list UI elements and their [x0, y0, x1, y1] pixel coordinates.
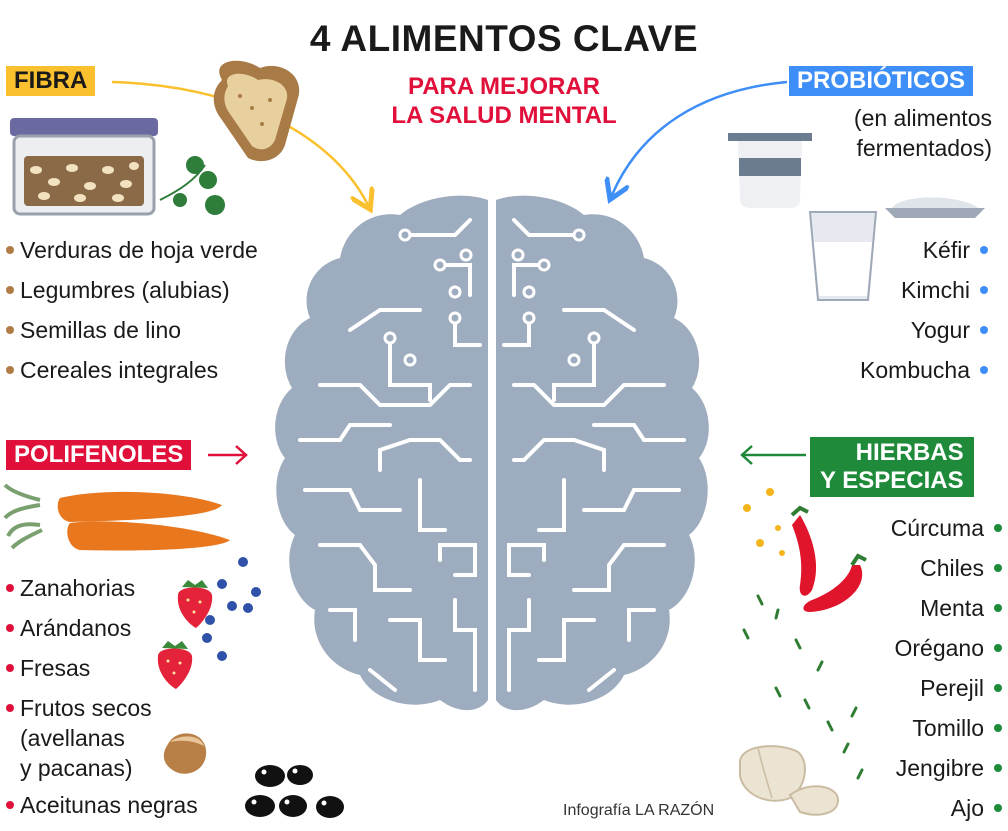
- hierbas-tag: HIERBAS Y ESPECIAS: [810, 437, 974, 497]
- list-item: Menta: [891, 588, 1002, 628]
- list-item-continuation: y pacanas): [20, 755, 133, 781]
- polifenoles-tag: POLIFENOLES: [6, 440, 192, 470]
- probioticos-arrow: [612, 80, 788, 195]
- subtitle-line-2: LA SALUD MENTAL: [391, 102, 617, 129]
- hierbas-list: Cúrcuma Chiles Menta Orégano Perejil Tom…: [891, 508, 1002, 828]
- list-item: Orégano: [891, 628, 1002, 668]
- chili-icon: [790, 505, 867, 612]
- list-item-continuation: (avellanas: [20, 725, 125, 751]
- subtitle-line-1: PARA MEJORAR: [407, 73, 600, 100]
- polifenoles-arrow: [208, 445, 248, 465]
- hierbas-tag-line-1: HIERBAS: [855, 439, 964, 466]
- brain-icon: [275, 195, 709, 711]
- list-item: Cereales integrales: [6, 350, 258, 390]
- list-item: Frutos secos: [6, 693, 198, 723]
- list-item: Arándanos: [6, 608, 198, 648]
- herb-sprig-icon: [159, 156, 225, 215]
- probioticos-list: Kéfir Kimchi Yogur Kombucha: [860, 230, 988, 390]
- carrot-icon: [3, 483, 231, 551]
- herb-leaves: [742, 594, 864, 780]
- fibra-list: Verduras de hoja verde Legumbres (alubia…: [6, 230, 258, 390]
- list-item: Perejil: [891, 668, 1002, 708]
- blueberry-icon: [202, 557, 261, 661]
- yogurt-cup-icon: [728, 133, 812, 208]
- kimchi-bowl-icon: [885, 197, 985, 218]
- page-subtitle: PARA MEJORAR LA SALUD MENTAL: [0, 72, 1008, 130]
- fibra-tag: FIBRA: [6, 66, 96, 96]
- probioticos-tag: PROBIÓTICOS: [789, 66, 974, 96]
- hierbas-tag-line-2: Y ESPECIAS: [820, 467, 964, 494]
- hierbas-arrow: [740, 445, 806, 465]
- list-item: Zanahorias: [6, 568, 198, 608]
- list-item: Kéfir: [860, 230, 988, 270]
- list-item: Kimchi: [860, 270, 988, 310]
- list-item: Kombucha: [860, 350, 988, 390]
- list-item: Legumbres (alubias): [6, 270, 258, 310]
- credit-text: Infografía LA RAZÓN: [563, 802, 715, 819]
- olive-icon: [245, 765, 344, 818]
- list-item: Yogur: [860, 310, 988, 350]
- page-title: 4 ALIMENTOS CLAVE: [309, 18, 699, 59]
- probioticos-note: (en alimentos fermentados): [800, 103, 992, 163]
- note-line-1: (en alimentos: [853, 105, 992, 131]
- list-item: Aceitunas negras: [6, 785, 198, 825]
- hazelnut-icon: [163, 733, 207, 774]
- list-item: Jengibre: [891, 748, 1002, 788]
- list-item: Semillas de lino: [6, 310, 258, 350]
- list-item: Verduras de hoja verde: [6, 230, 258, 270]
- list-item: Fresas: [6, 648, 198, 688]
- garlic-icon: [738, 745, 840, 816]
- list-item: Tomillo: [891, 708, 1002, 748]
- bread-icon: [213, 60, 300, 162]
- polifenoles-list: Zanahorias Arándanos Fresas Frutos secos…: [6, 568, 198, 825]
- food-container-icon: [10, 118, 158, 216]
- list-item: Chiles: [891, 548, 1002, 588]
- list-item: Ajo: [891, 788, 1002, 828]
- spice-dots: [743, 488, 785, 556]
- note-line-2: fermentados): [856, 135, 992, 161]
- list-item: Cúrcuma: [891, 508, 1002, 548]
